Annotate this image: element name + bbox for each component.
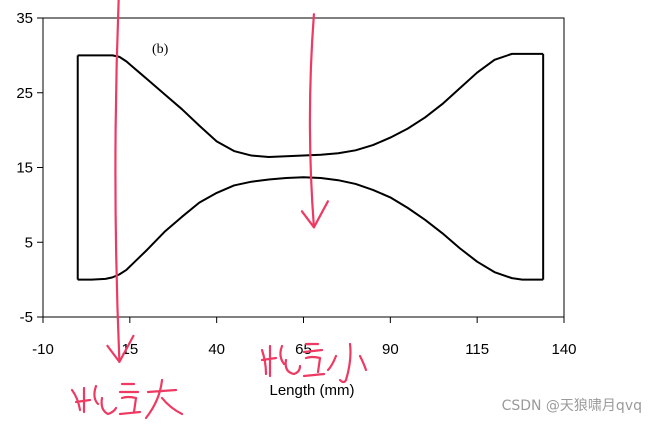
series-upper-wall [77,52,544,159]
y-tick-label: 35 [16,10,33,27]
x-axis-title: Length (mm) [269,382,354,399]
series-lower-wall [77,176,544,281]
handwritten-note-left [70,378,184,420]
watermark: CSDN @天狼啸月qvq [502,398,642,414]
x-tick-label: 40 [208,341,225,358]
hand-drawn-arrow-1 [114,0,121,363]
annotation-layer [106,0,330,363]
panel-label: (b) [152,42,169,57]
y-tick-label: -5 [20,309,33,326]
x-tick-label: -10 [32,341,54,358]
x-tick-label: 90 [382,341,399,358]
x-tick-label: 65 [295,341,312,358]
hand-drawn-arrowhead-2 [300,200,330,229]
y-tick-label: 5 [25,234,33,251]
x-tick-label: 140 [551,341,576,358]
ticks: -10 15 40 65 90 115 140 -5 5 15 25 35 [16,10,576,358]
hand-drawn-arrowhead-1 [106,334,135,363]
series-layer [76,52,545,281]
y-tick-label: 15 [16,160,33,177]
y-tick-label: 25 [16,85,33,102]
x-tick-label: 15 [121,341,138,358]
x-tick-label: 115 [465,341,489,358]
handwritten-note-right [260,342,368,384]
hand-drawn-arrow-2 [308,13,316,229]
